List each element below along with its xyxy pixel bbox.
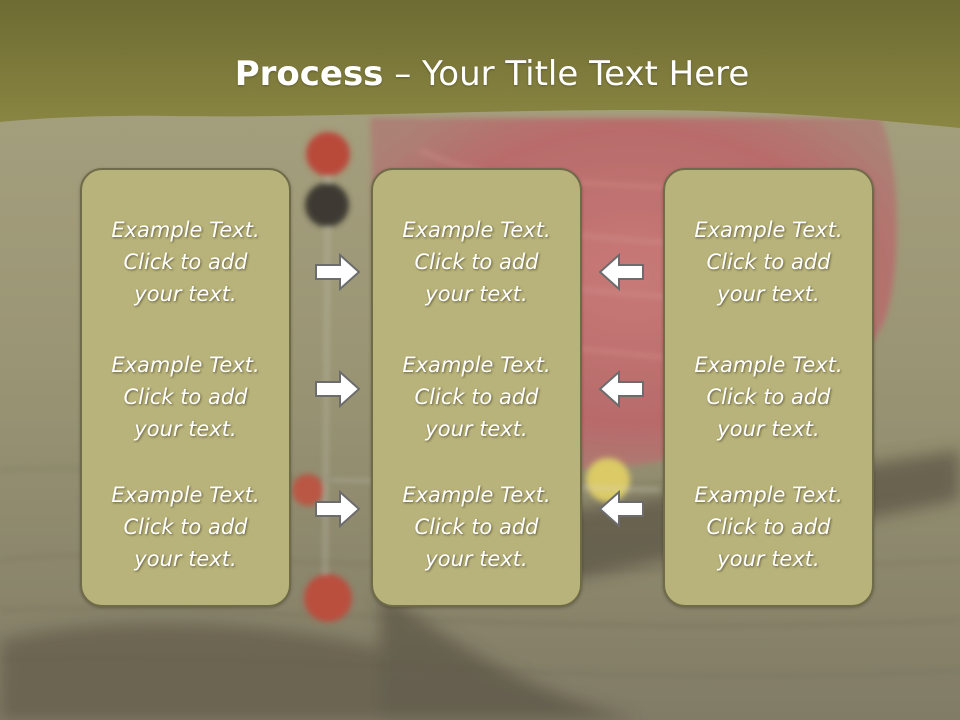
item-line: Example Text. (694, 353, 843, 377)
item-line: Example Text. (111, 483, 260, 507)
item-line: Click to add (123, 385, 248, 409)
item-line: Example Text. (694, 483, 843, 507)
panel-item[interactable]: Example Text. Click to add your text. (373, 349, 580, 445)
panel-item[interactable]: Example Text. Click to add your text. (82, 214, 289, 310)
item-line: your text. (717, 547, 820, 571)
panel-item[interactable]: Example Text. Click to add your text. (82, 479, 289, 575)
item-line: Click to add (414, 385, 539, 409)
item-line: your text. (717, 282, 820, 306)
arrow-right-icon (315, 489, 361, 529)
item-line: Example Text. (402, 218, 551, 242)
title-bold-part: Process (234, 54, 384, 94)
item-line: your text. (134, 282, 237, 306)
panel-item[interactable]: Example Text. Click to add your text. (82, 349, 289, 445)
item-line: Example Text. (111, 218, 260, 242)
item-line: Click to add (123, 250, 248, 274)
item-line: Example Text. (402, 353, 551, 377)
item-line: Click to add (414, 515, 539, 539)
title-rest-part: – Your Title Text Here (383, 54, 750, 94)
item-line: your text. (717, 417, 820, 441)
panel-item[interactable]: Example Text. Click to add your text. (665, 214, 872, 310)
arrow-right-icon (315, 369, 361, 409)
process-panel-right[interactable]: Example Text. Click to add your text. Ex… (663, 168, 874, 607)
item-line: Example Text. (111, 353, 260, 377)
panel-item[interactable]: Example Text. Click to add your text. (373, 214, 580, 310)
item-line: Click to add (706, 250, 831, 274)
item-line: Click to add (123, 515, 248, 539)
arrow-right-icon (315, 252, 361, 292)
item-line: your text. (425, 417, 528, 441)
process-panel-center[interactable]: Example Text. Click to add your text. Ex… (371, 168, 582, 607)
item-line: Example Text. (694, 218, 843, 242)
panel-item[interactable]: Example Text. Click to add your text. (665, 479, 872, 575)
item-line: Click to add (706, 385, 831, 409)
arrow-left-icon (598, 489, 644, 529)
item-line: Click to add (706, 515, 831, 539)
item-line: your text. (134, 547, 237, 571)
item-line: your text. (134, 417, 237, 441)
slide-title[interactable]: Process – Your Title Text Here (0, 52, 960, 96)
item-line: Example Text. (402, 483, 551, 507)
item-line: your text. (425, 547, 528, 571)
panel-item[interactable]: Example Text. Click to add your text. (373, 479, 580, 575)
arrow-left-icon (598, 252, 644, 292)
panel-item[interactable]: Example Text. Click to add your text. (665, 349, 872, 445)
item-line: Click to add (414, 250, 539, 274)
process-panel-left[interactable]: Example Text. Click to add your text. Ex… (80, 168, 291, 607)
arrow-left-icon (598, 369, 644, 409)
item-line: your text. (425, 282, 528, 306)
